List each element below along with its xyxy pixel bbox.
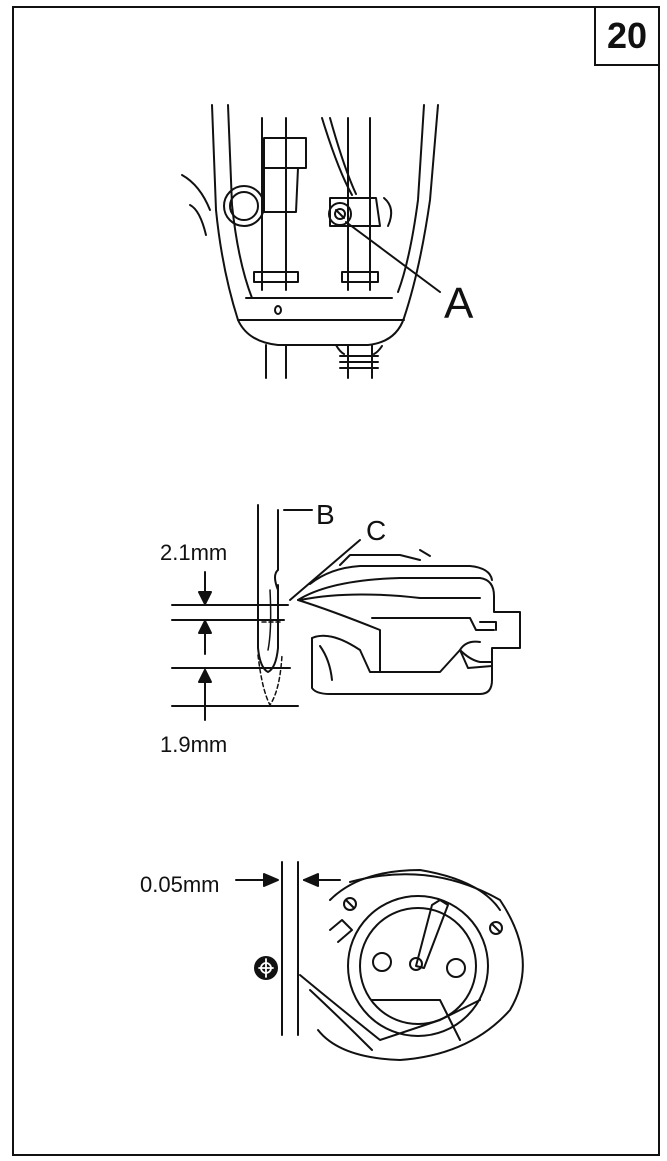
figure-needle-bar (181, 104, 441, 379)
dim-gap-label: 0.05mm (140, 872, 219, 897)
inspect-marker-icon (254, 956, 278, 980)
figure-needle-hook (171, 504, 521, 721)
label-a: A (444, 279, 474, 328)
dim-top-label: 2.1mm (160, 540, 227, 565)
page-number: 20 (594, 8, 658, 66)
dim-bottom-label: 1.9mm (160, 732, 227, 757)
label-c: C (366, 515, 386, 546)
label-b: B (316, 499, 335, 530)
figure-hook-clearance (235, 861, 524, 1061)
page-frame: 20 (12, 6, 660, 1156)
